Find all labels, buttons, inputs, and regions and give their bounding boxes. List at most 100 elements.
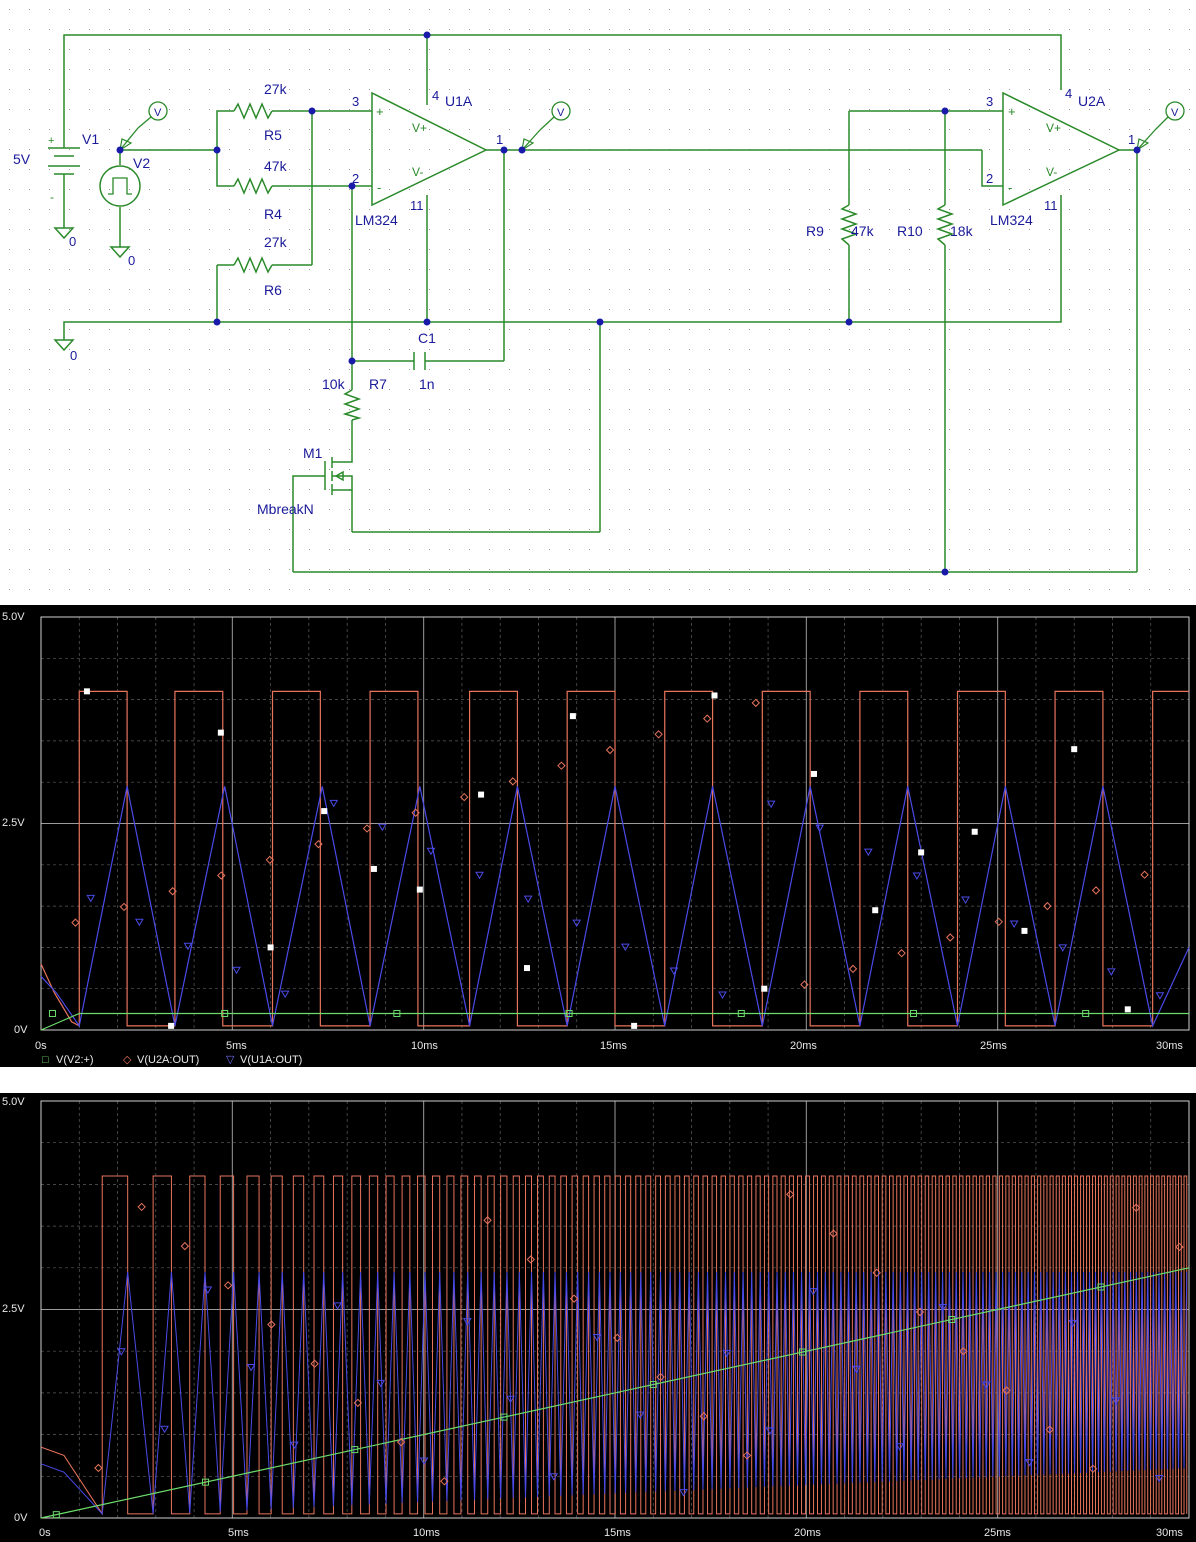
c1-value: 1n	[419, 376, 435, 392]
c1-name: C1	[418, 330, 436, 346]
plot2-ytick: 0V	[14, 1512, 28, 1524]
gnd-label-v1: 0	[69, 234, 76, 249]
resistor-r6[interactable]	[233, 256, 273, 274]
trace-v2[interactable]	[40, 1267, 1190, 1519]
marker-diamond-icon	[526, 1255, 536, 1264]
marker-diamond-icon	[829, 1229, 838, 1238]
marker-diamond-icon	[1002, 1386, 1011, 1395]
plot1-legend: □ V(V2:+) ◇ V(U2A:OUT) ▽ V(U1A:OUT)	[42, 1054, 302, 1066]
marker-square-icon	[909, 1009, 917, 1017]
marker-square-icon	[711, 692, 718, 699]
marker-triangle-icon	[246, 1364, 256, 1372]
opamp-u2a[interactable]: + - V+ V- 3 2 1 4 11 U2A LM324	[986, 86, 1135, 228]
resistor-r5[interactable]	[233, 102, 273, 120]
plot2-ytick: 5.0V	[2, 1096, 25, 1108]
trace-u2a-out[interactable]	[40, 690, 1189, 1027]
marker-square-icon	[500, 1413, 508, 1421]
marker-square-icon	[971, 828, 978, 835]
marker-square-icon	[569, 713, 576, 720]
marker-triangle-icon	[203, 1286, 213, 1294]
r4-value: 47k	[264, 158, 288, 174]
r9-name: R9	[806, 223, 824, 239]
marker-triangle-icon	[1111, 1397, 1121, 1405]
trace-u1a-out[interactable]	[40, 786, 1190, 1028]
marker-diamond-icon	[1131, 1203, 1141, 1212]
marker-triangle-icon	[981, 1381, 991, 1390]
resistor-r7[interactable]	[342, 389, 362, 421]
v1-value: 5V	[13, 151, 31, 167]
marker-triangle-icon	[1025, 1459, 1034, 1467]
marker-square-icon	[1124, 1006, 1131, 1013]
marker-triangle-icon	[462, 1318, 472, 1326]
marker-diamond-icon	[946, 933, 955, 942]
resistor-r9[interactable]	[839, 204, 859, 246]
u2a-part: LM324	[990, 212, 1033, 228]
u1a-pin-plus: 3	[352, 94, 359, 109]
marker-square-icon	[202, 1478, 210, 1486]
voltage-probe-u2a[interactable]: V	[1136, 101, 1185, 152]
mosfet-m1[interactable]	[324, 455, 353, 497]
waveform-plot-2[interactable]: 5.0V 2.5V 0V 0s 5ms 10ms 15ms 20ms 25ms …	[0, 1093, 1196, 1542]
u2a-vminus: V-	[1046, 165, 1057, 179]
v2-source[interactable]: V2	[99, 155, 150, 207]
u2a-sign-minus: -	[1008, 180, 1012, 195]
marker-square-icon	[217, 729, 224, 736]
legend-label[interactable]: V(U1A:OUT)	[240, 1054, 302, 1066]
resistor-r10[interactable]	[935, 204, 955, 246]
marker-diamond-icon	[872, 1268, 881, 1278]
marker-triangle-icon	[863, 848, 873, 857]
u1a-vminus: V-	[412, 165, 423, 179]
legend-label[interactable]: V(V2:+)	[56, 1054, 94, 1066]
plot1-xtick: 5ms	[226, 1040, 247, 1052]
wires	[63, 34, 1138, 573]
marker-diamond-icon	[180, 1241, 190, 1251]
marker-square-icon	[649, 1381, 657, 1389]
marker-square-icon	[52, 1511, 60, 1519]
waveform-plot-1[interactable]: 5.0V 2.5V 0V 0s 5ms 10ms 15ms 20ms 25ms …	[0, 605, 1196, 1067]
marker-diamond-icon	[137, 1202, 146, 1212]
plot2-xtick: 5ms	[228, 1527, 249, 1539]
legend-label[interactable]: V(U2A:OUT)	[137, 1054, 199, 1066]
marker-diamond-icon	[1045, 1425, 1054, 1434]
capacitor-c1[interactable]	[413, 352, 426, 370]
marker-diamond-icon	[119, 902, 129, 912]
marker-diamond-icon	[396, 1437, 406, 1447]
marker-square-icon	[416, 886, 423, 893]
r5-name: R5	[264, 127, 282, 143]
u1a-vplus: V+	[412, 121, 427, 135]
schematic-canvas[interactable]: + - V1 5V 0 0 0 V2 V V V	[0, 0, 1196, 600]
u2a-pin-out: 1	[1128, 132, 1135, 147]
marker-triangle-icon	[475, 871, 484, 880]
marker-diamond-icon	[654, 730, 663, 739]
marker-diamond-icon	[1091, 886, 1101, 895]
u2a-vplus: V+	[1046, 121, 1061, 135]
v1-source[interactable]: + - V1 5V	[13, 131, 99, 204]
marker-triangle-icon	[523, 895, 533, 904]
resistor-r4[interactable]	[233, 177, 273, 195]
marker-square-icon	[737, 1009, 745, 1017]
marker-diamond-icon	[71, 918, 80, 927]
marker-square-icon	[168, 1022, 175, 1029]
trace-v2[interactable]	[40, 1012, 1189, 1031]
marker-square-icon	[761, 985, 768, 992]
opamp-u1a[interactable]: + - V+ V- 3 2 1 4 11 U1A LM324	[352, 88, 503, 228]
marker-diamond-icon	[1043, 901, 1052, 911]
voltage-probe-u1a[interactable]: V	[521, 101, 571, 152]
u1a-pin-minus: 2	[352, 171, 359, 186]
v2-name: V2	[133, 155, 150, 171]
trace-u1a-out[interactable]	[40, 1271, 1188, 1515]
marker-diamond-icon	[1088, 1464, 1098, 1474]
marker-triangle-icon	[635, 1411, 645, 1420]
marker-square-icon	[370, 865, 377, 872]
marker-square-icon	[393, 1009, 401, 1017]
r4-name: R4	[264, 206, 282, 222]
marker-square-icon	[351, 1446, 359, 1454]
plot1-xtick: 25ms	[980, 1040, 1007, 1052]
marker-diamond-icon	[353, 1398, 363, 1408]
marker-square-icon	[523, 965, 530, 972]
voltage-probe-v2[interactable]: V	[119, 101, 168, 152]
r9-value: 47k	[851, 223, 875, 239]
plot2-xtick: 25ms	[984, 1527, 1011, 1539]
marker-square-icon	[1021, 927, 1028, 934]
